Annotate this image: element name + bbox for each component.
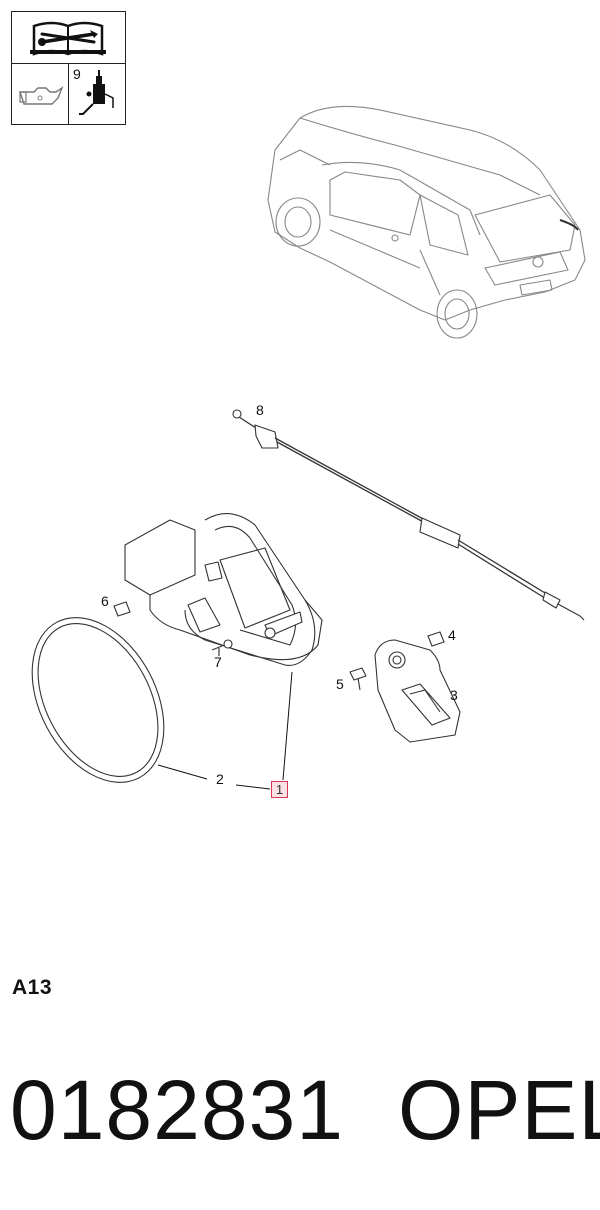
callout-4[interactable]: 4 — [448, 627, 456, 643]
legend-cell-grease: 9 — [69, 64, 126, 125]
brand-name: OPEL — [398, 1063, 600, 1157]
lock-bracket — [374, 639, 461, 743]
callout-8[interactable]: 8 — [256, 402, 264, 418]
seal-ring — [31, 617, 165, 783]
legend-cell-oil — [12, 64, 69, 125]
filler-housing — [124, 513, 323, 666]
grease-gun-icon — [79, 70, 114, 115]
section-code: A13 — [12, 976, 53, 999]
clip-6 — [113, 601, 131, 617]
legend-header — [12, 12, 125, 64]
callout-1[interactable]: 1 — [271, 781, 288, 798]
oil-can-icon — [19, 86, 64, 105]
callout-3[interactable]: 3 — [450, 687, 458, 703]
clip-4 — [427, 631, 445, 647]
screw-7 — [211, 639, 233, 651]
car-illustration — [267, 105, 586, 339]
legend-box: 9 — [11, 11, 126, 125]
callout-2[interactable]: 2 — [216, 771, 224, 787]
manual-and-tools-icon — [30, 21, 106, 56]
screw-5 — [349, 667, 367, 691]
callout-6[interactable]: 6 — [101, 593, 109, 609]
release-cable — [232, 409, 585, 621]
legend-number: 9 — [73, 66, 81, 82]
leader-lines — [157, 648, 293, 790]
callout-7[interactable]: 7 — [214, 654, 222, 670]
callout-5[interactable]: 5 — [336, 676, 344, 692]
part-number: 0182831 — [10, 1063, 345, 1157]
parts-diagram — [31, 105, 586, 790]
